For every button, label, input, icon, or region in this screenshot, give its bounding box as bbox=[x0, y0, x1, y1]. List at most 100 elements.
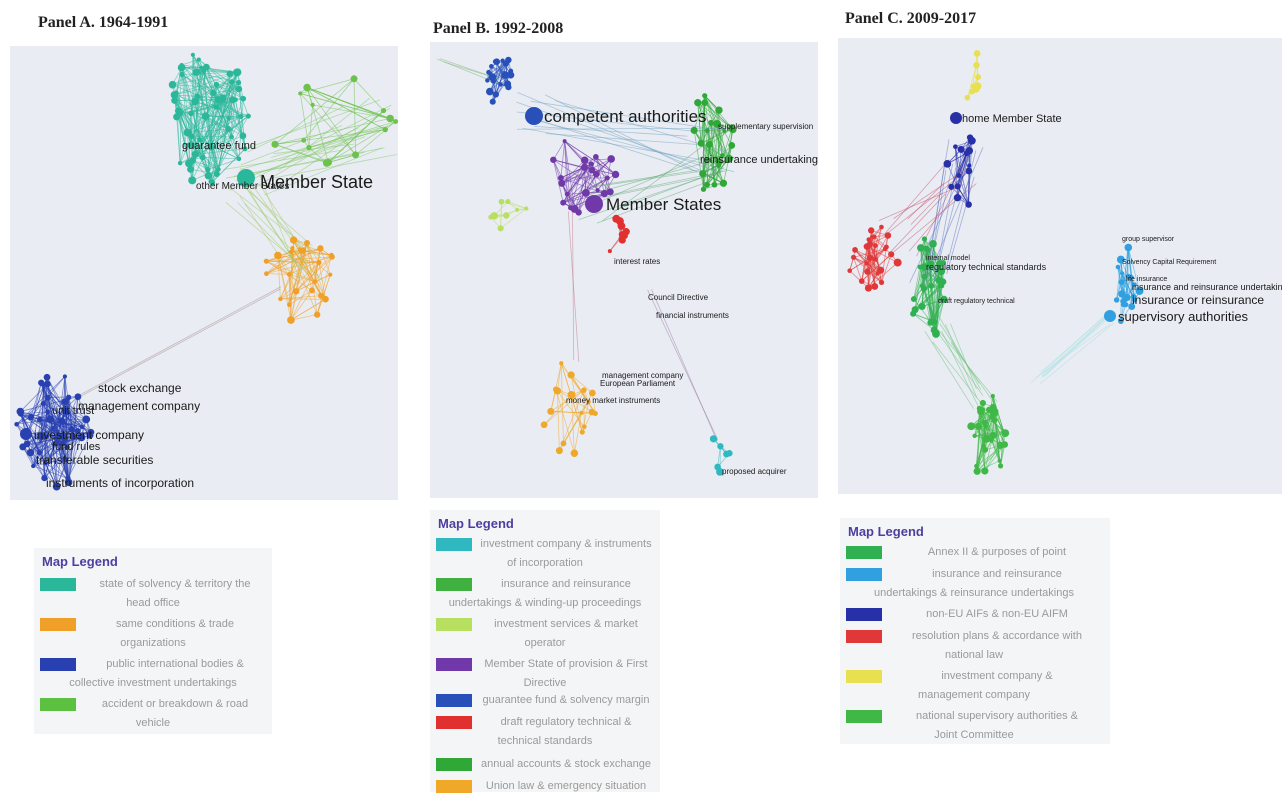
network-node bbox=[935, 277, 942, 284]
network-node bbox=[954, 194, 961, 201]
network-node bbox=[581, 156, 589, 164]
legend-swatch bbox=[40, 578, 76, 591]
network-node bbox=[568, 371, 575, 378]
network-node bbox=[948, 184, 954, 190]
network-node bbox=[927, 320, 933, 326]
legend-label: investment services & market bbox=[472, 614, 660, 634]
network-node bbox=[565, 192, 570, 197]
network-node bbox=[932, 329, 940, 337]
network-node bbox=[922, 236, 927, 241]
network-node bbox=[486, 88, 494, 96]
node-label: Council Directive bbox=[648, 293, 709, 302]
legend-swatch bbox=[436, 538, 472, 551]
network-node bbox=[503, 60, 509, 66]
network-node bbox=[579, 411, 583, 415]
network-edge bbox=[553, 160, 584, 168]
network-node bbox=[981, 467, 988, 474]
network-node bbox=[290, 236, 297, 243]
network-node bbox=[559, 361, 563, 365]
network-node bbox=[958, 146, 965, 153]
node-label: financial instruments bbox=[656, 311, 729, 320]
network-node bbox=[558, 180, 565, 187]
network-node bbox=[595, 188, 599, 192]
network-node bbox=[381, 108, 386, 113]
panel-a-network-map: Member State guarantee fund other Member… bbox=[10, 46, 398, 500]
legend-swatch bbox=[436, 618, 472, 631]
node-label: proposed acquirer bbox=[722, 467, 787, 476]
legend-label: insurance and reinsurance bbox=[472, 574, 660, 594]
network-node bbox=[990, 415, 995, 420]
legend-label: Union law & emergency situation bbox=[472, 776, 660, 796]
network-node bbox=[619, 235, 624, 240]
network-node bbox=[708, 120, 714, 126]
network-node bbox=[921, 285, 927, 291]
network-node bbox=[289, 250, 294, 255]
network-node bbox=[911, 296, 917, 302]
network-node bbox=[702, 93, 707, 98]
panel-b-network-map: competent authorities supplementary supe… bbox=[430, 42, 818, 498]
network-edge bbox=[1031, 314, 1106, 383]
network-node bbox=[859, 278, 865, 284]
network-node bbox=[712, 182, 718, 188]
network-edge bbox=[501, 202, 526, 209]
network-node bbox=[983, 435, 991, 443]
network-node bbox=[197, 57, 201, 61]
network-node bbox=[607, 155, 615, 163]
network-edge bbox=[942, 331, 979, 406]
network-node bbox=[612, 171, 619, 178]
node-label: supervisory authorities bbox=[1118, 309, 1249, 324]
network-node bbox=[352, 151, 359, 158]
network-node bbox=[290, 246, 294, 250]
network-node bbox=[229, 79, 234, 84]
network-node bbox=[888, 251, 894, 257]
network-node bbox=[885, 232, 892, 239]
network-node bbox=[300, 247, 306, 253]
network-node bbox=[581, 164, 588, 171]
network-node bbox=[239, 114, 244, 119]
legend-label: annual accounts & stock exchange bbox=[472, 754, 660, 774]
node-label: group supervisor bbox=[1122, 236, 1175, 243]
legend-swatch bbox=[436, 694, 472, 707]
network-node bbox=[246, 113, 251, 118]
network-node bbox=[956, 173, 961, 178]
network-node bbox=[910, 311, 916, 317]
network-node bbox=[580, 429, 585, 434]
network-node bbox=[44, 374, 51, 381]
network-node bbox=[216, 167, 221, 172]
network-node bbox=[298, 91, 302, 95]
network-node bbox=[237, 157, 242, 162]
legend-title: Map Legend bbox=[42, 554, 118, 569]
network-edge bbox=[882, 235, 888, 282]
network-node bbox=[867, 255, 873, 261]
network-node bbox=[489, 64, 494, 69]
network-node bbox=[938, 283, 943, 288]
legend-title: Map Legend bbox=[438, 516, 514, 531]
panel-b-network-svg: competent authorities supplementary supe… bbox=[430, 42, 818, 498]
network-node bbox=[264, 259, 269, 264]
network-node bbox=[618, 222, 626, 230]
network-node bbox=[967, 164, 971, 168]
network-edge bbox=[79, 287, 281, 396]
network-node bbox=[984, 425, 988, 429]
network-node bbox=[928, 283, 934, 289]
network-node bbox=[589, 409, 596, 416]
legend-swatch bbox=[40, 658, 76, 671]
node-label: interest rates bbox=[614, 257, 660, 266]
network-node bbox=[925, 247, 931, 253]
network-node bbox=[178, 64, 186, 72]
node-label: other Member States bbox=[196, 181, 289, 192]
legend-label: guarantee fund & solvency margin bbox=[472, 690, 660, 710]
network-node bbox=[953, 144, 958, 149]
network-node bbox=[169, 81, 177, 89]
node-label: management company bbox=[78, 399, 200, 413]
network-node bbox=[278, 297, 282, 301]
network-node bbox=[991, 394, 995, 398]
network-node bbox=[63, 374, 67, 378]
network-node bbox=[605, 175, 610, 180]
network-node bbox=[998, 459, 1002, 463]
network-node bbox=[488, 71, 492, 75]
network-node bbox=[240, 96, 246, 102]
network-node bbox=[975, 423, 982, 430]
network-node bbox=[173, 113, 180, 120]
network-edge bbox=[940, 324, 979, 384]
